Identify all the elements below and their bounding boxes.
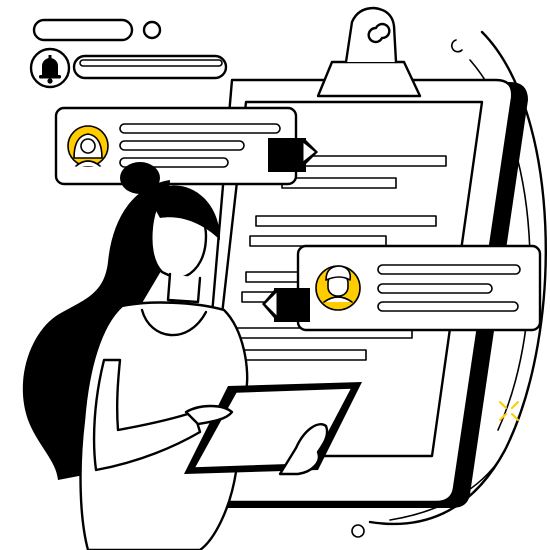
woman-figure <box>22 162 249 550</box>
woman-avatar-icon <box>67 125 109 167</box>
small-crescent <box>450 39 463 53</box>
woman-fingers-left <box>184 404 234 426</box>
bell-icon <box>39 55 61 84</box>
message-card-receiver <box>296 244 542 332</box>
send-arrow-icon <box>268 138 318 172</box>
status-dot <box>142 20 162 40</box>
notification-bar <box>29 47 228 89</box>
sparkle-icon <box>499 401 519 421</box>
receive-arrow-icon <box>262 288 310 322</box>
bottom-curve <box>389 455 503 521</box>
clipboard-clip <box>316 6 422 98</box>
hair-bun <box>120 162 160 194</box>
woman-arm-left <box>92 358 202 472</box>
woman-hair <box>22 180 170 480</box>
man-avatar-icon <box>315 265 361 311</box>
orbit-curve <box>368 30 547 526</box>
status-pill <box>32 18 134 42</box>
small-circle-bottom <box>351 524 365 538</box>
woman-hand-right <box>278 423 329 476</box>
